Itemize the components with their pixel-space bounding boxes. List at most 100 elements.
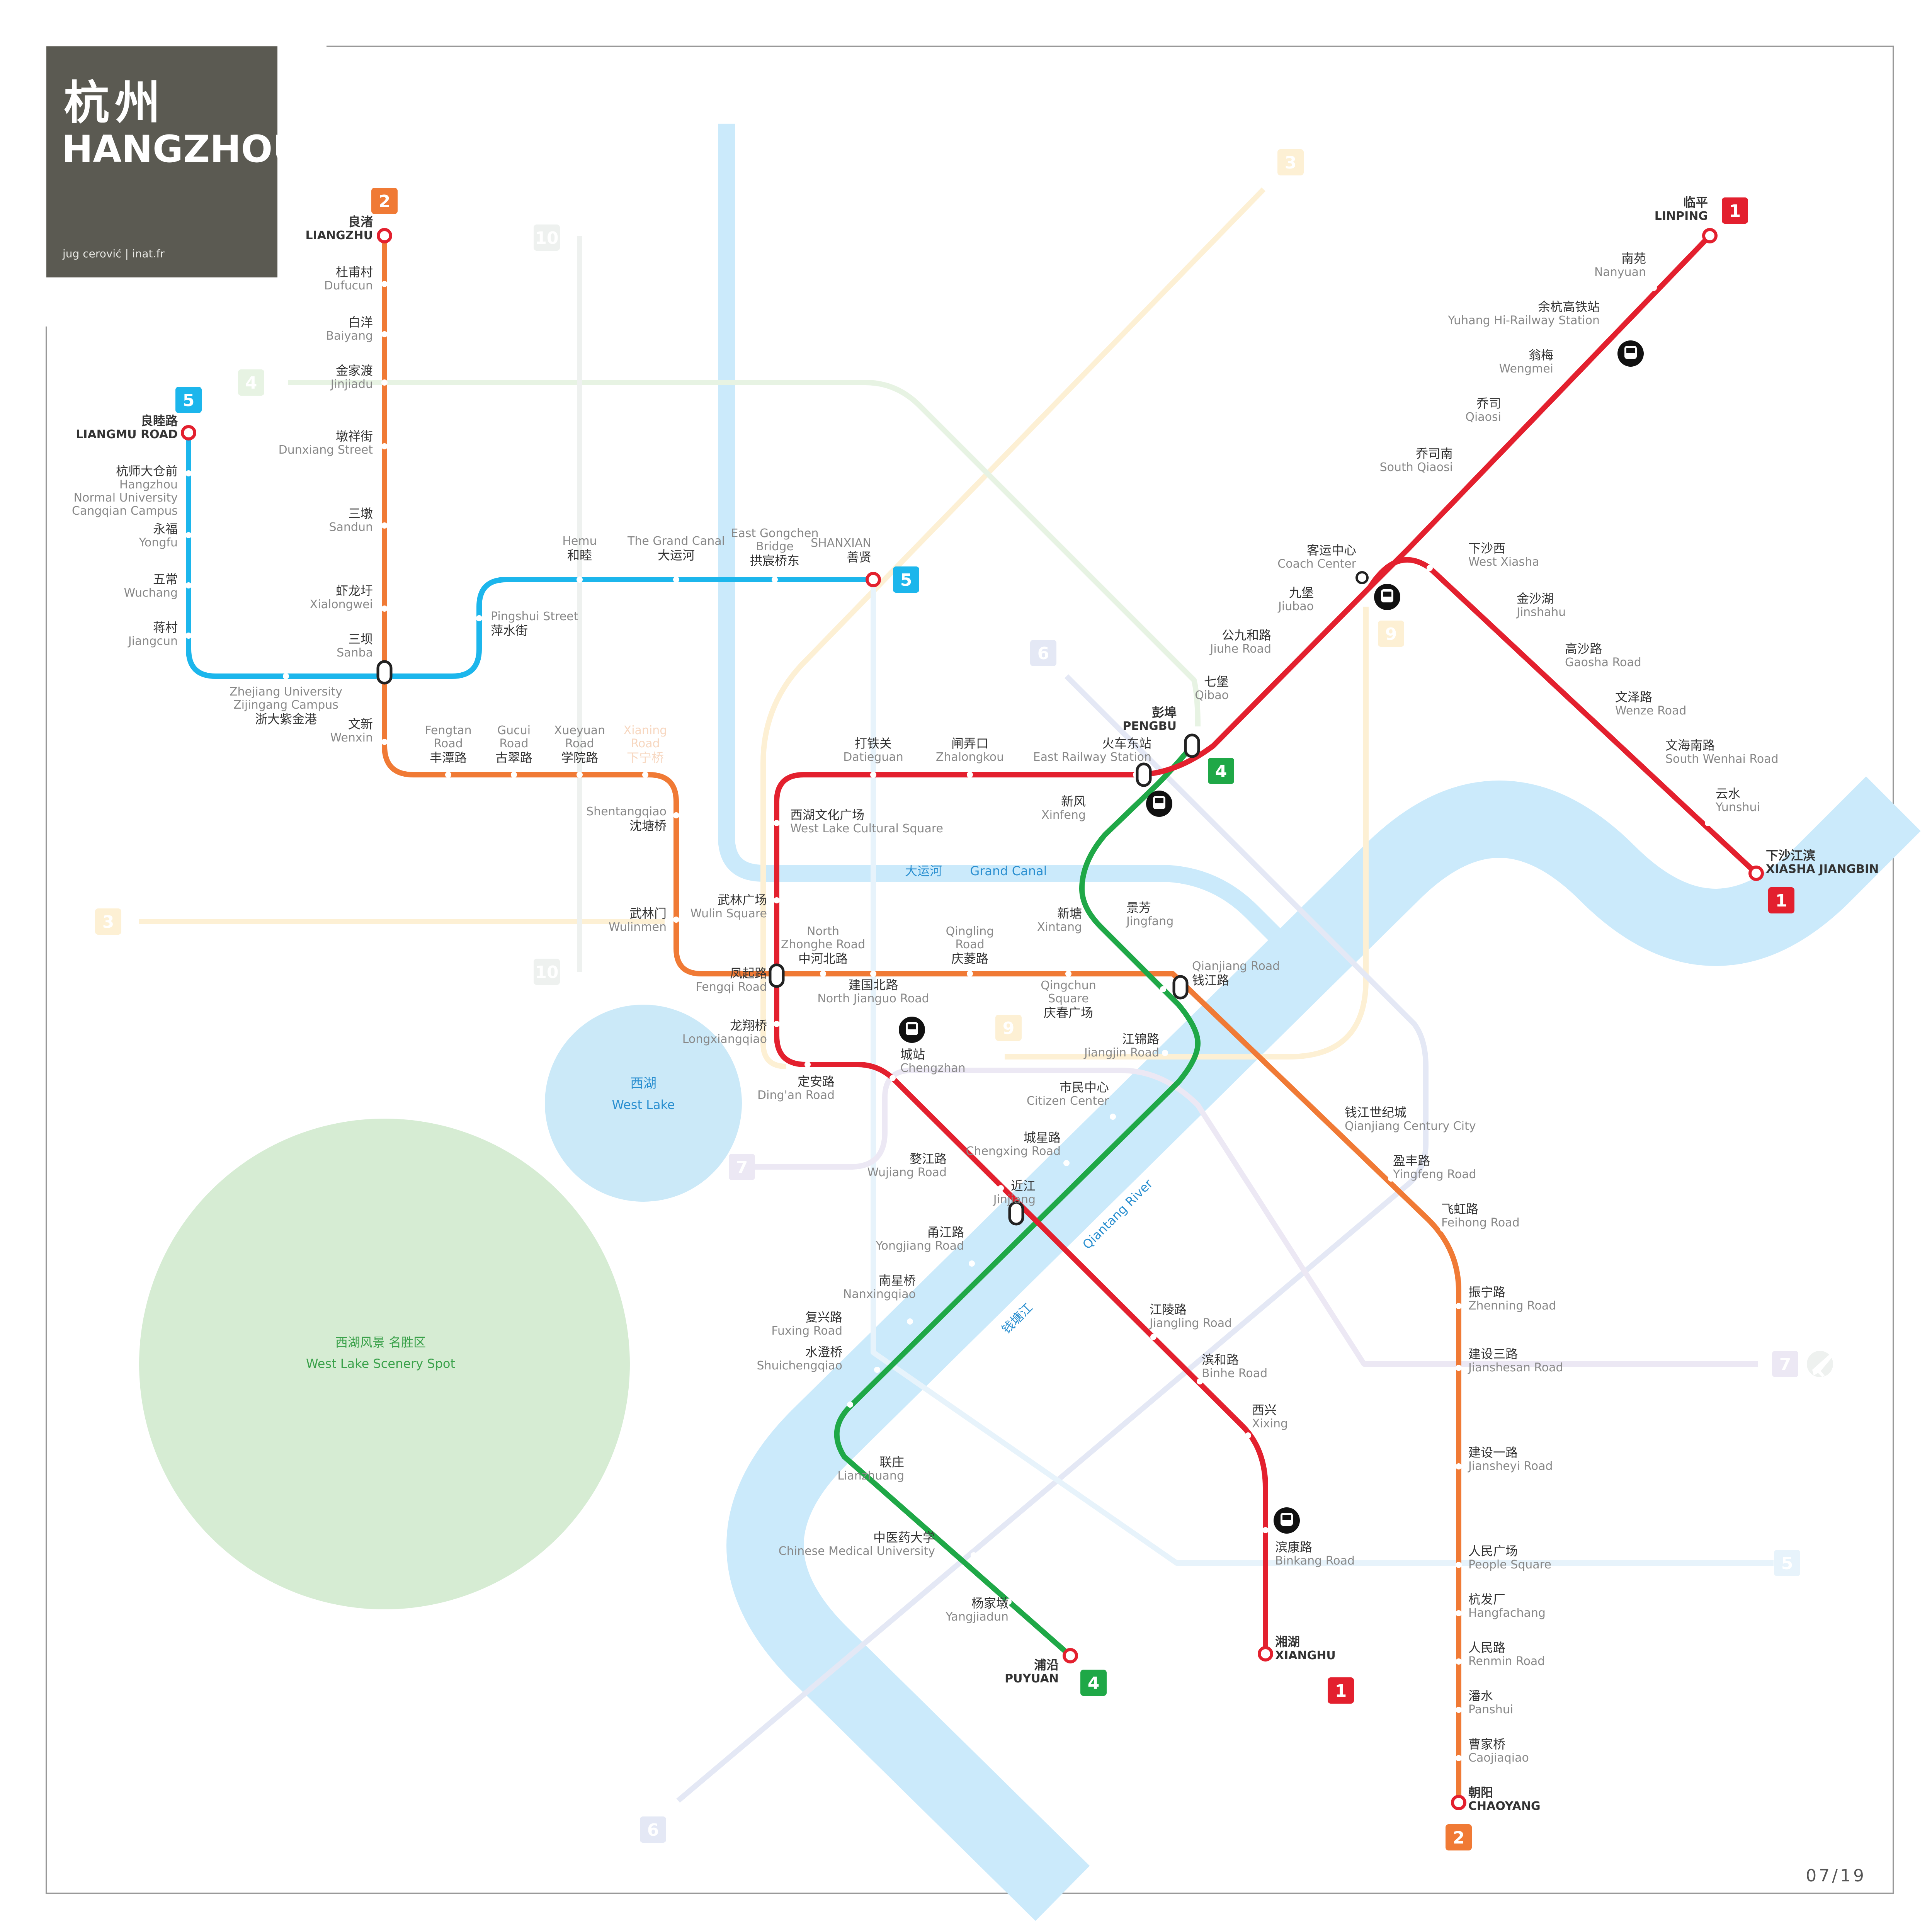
station-en-18: Ding'an Road — [757, 1088, 835, 1102]
station-dot-50 — [870, 971, 876, 977]
station-en-51: Road — [955, 938, 984, 951]
station-en-46: Xianing — [624, 724, 667, 737]
badge-17 — [1378, 621, 1404, 647]
station-dot-2 — [1618, 333, 1624, 339]
badge-14 — [640, 1816, 666, 1843]
station-cn-89: 拱宸桥东 — [750, 553, 799, 568]
station-dot-38 — [381, 443, 388, 449]
station-dot-14 — [774, 820, 780, 826]
station-en-49: Zhonghe Road — [781, 938, 865, 951]
badge-label-16: 7 — [1779, 1355, 1791, 1374]
station-en-81: Hangzhou — [119, 478, 178, 492]
badge-label-5: 4 — [1215, 762, 1227, 781]
badge-label-15: 7 — [736, 1158, 748, 1177]
station-en-52: Qingchun — [1041, 979, 1096, 992]
station-dot-79 — [1063, 1648, 1078, 1663]
station-en-80: LIANGMU ROAD — [76, 428, 178, 441]
station-dot-18 — [804, 1061, 811, 1068]
station-cn-6: 客运中心 — [1307, 543, 1356, 558]
station-dot-87 — [577, 577, 583, 583]
station-en-83: Wuchang — [124, 586, 178, 600]
station-cn-39: 三墩 — [348, 506, 373, 521]
station-dot-55 — [1388, 1175, 1394, 1182]
title-en: HANGZHOU — [62, 128, 303, 171]
planned-line-6 — [871, 583, 1774, 1566]
station-en-52: Square — [1048, 992, 1089, 1005]
station-cn-66: 新风 — [1061, 794, 1086, 809]
badge-label-7: 5 — [183, 391, 195, 410]
station-en-58: Jianshesan Road — [1468, 1361, 1563, 1374]
station-cn-85: 浙大紫金港 — [255, 712, 317, 726]
station-dot-90 — [866, 572, 881, 587]
station-cn-35: 杜甫村 — [336, 265, 373, 279]
station-en-7: Jiubao — [1277, 600, 1314, 613]
planned-lines — [139, 187, 1774, 1803]
station-cn-50: 建国北路 — [849, 978, 898, 992]
station-en-89: Bridge — [756, 540, 794, 553]
station-dot-68 — [1160, 986, 1166, 992]
station-dot-54 — [1342, 1127, 1348, 1133]
water-label-2: 大运河 — [905, 864, 942, 878]
station-cn-86: 萍水街 — [491, 623, 528, 638]
station-en-49: North — [807, 925, 839, 938]
station-dot-84 — [185, 633, 192, 639]
water-label-4: 西湖风景 名胜区 — [335, 1335, 426, 1350]
station-dot-45 — [577, 772, 583, 778]
station-dot-33 — [1748, 866, 1764, 881]
station-dot-4 — [1504, 430, 1510, 436]
station-cn-41: 三坝 — [348, 632, 373, 646]
train-icon-window — [908, 1024, 916, 1029]
station-cn-62: 人民路 — [1468, 1640, 1505, 1655]
badge-label-12: 5 — [1781, 1554, 1793, 1573]
station-dot-66 — [1090, 830, 1097, 836]
station-en-27: West Xiasha — [1468, 555, 1539, 569]
station-dot-30 — [1606, 721, 1612, 728]
station-en-41: Sanba — [337, 646, 373, 660]
station-en-29: Gaosha Road — [1565, 656, 1641, 669]
station-en-32: Yunshui — [1715, 801, 1760, 814]
station-en-3: Wengmei — [1499, 362, 1553, 376]
station-en-48: Wulinmen — [609, 920, 667, 934]
station-cn-48: 武林门 — [629, 906, 667, 921]
station-en-36: Baiyang — [326, 329, 373, 343]
station-cn-56: 飞虹路 — [1441, 1202, 1478, 1216]
map-frame — [46, 46, 1894, 1894]
badge-11 — [238, 369, 264, 396]
badge-label-3: 2 — [379, 192, 391, 211]
line-4 — [834, 743, 1201, 1658]
station-dot-70 — [1110, 1114, 1116, 1120]
station-dot-80 — [181, 425, 196, 440]
station-cn-18: 定安路 — [798, 1074, 835, 1089]
station-cn-5: 乔司南 — [1416, 446, 1453, 461]
badge-1 — [1328, 1677, 1354, 1704]
station-cn-57: 振宁路 — [1468, 1285, 1505, 1299]
station-dot-85 — [283, 673, 289, 679]
station-en-59: Jiansheyi Road — [1468, 1459, 1553, 1473]
station-dot-20 — [998, 1185, 1004, 1191]
line-2 — [382, 233, 1461, 1805]
station-cn-12: 闸弄口 — [951, 736, 988, 751]
station-dot-23 — [1197, 1378, 1203, 1384]
badge-3 — [371, 188, 398, 214]
